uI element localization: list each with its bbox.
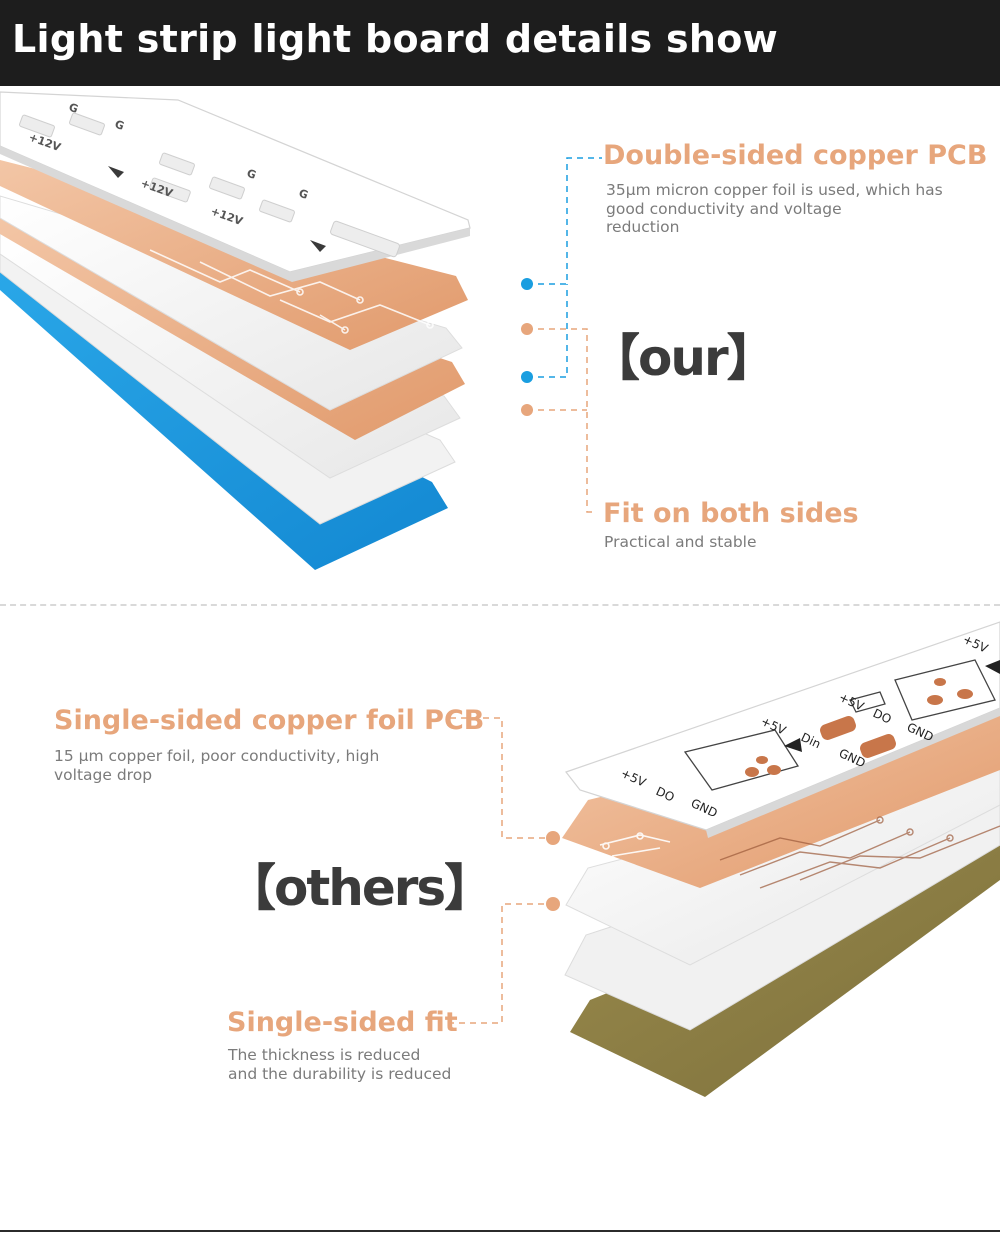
orange-marker-dot-4 xyxy=(546,897,560,911)
our-feature-2-desc: Practical and stable xyxy=(604,533,757,551)
board-edge-shadow xyxy=(0,146,470,282)
page-title: Light strip light board details show xyxy=(12,17,779,61)
blue-marker-dot-1 xyxy=(521,278,533,290)
orange-marker-dot-3 xyxy=(546,831,560,845)
our-connectors xyxy=(527,157,602,513)
orange-marker-dot-1 xyxy=(521,323,533,335)
our-feature-2-title: Fit on both sides xyxy=(603,498,859,529)
our-feature-1-title: Double-sided copper PCB xyxy=(603,140,988,171)
section-divider xyxy=(0,604,1000,606)
our-feature-1-desc-line-3: reduction xyxy=(606,218,680,236)
copper-trace-pattern-bottom xyxy=(719,816,1000,889)
others-feature-1-desc-line-1: 15 μm copper foil, poor conductivity, hi… xyxy=(54,747,380,765)
our-feature-1-desc-line-2: good conductivity and voltage xyxy=(606,199,842,218)
others-feature-2-title: Single-sided fit xyxy=(227,1007,458,1038)
board-arrows xyxy=(108,166,326,252)
our-label: 【our】 xyxy=(590,329,777,387)
board-arrows-bottom xyxy=(784,660,1000,752)
our-strip-layers: G G +12V +12V +12V G G xyxy=(0,91,471,570)
others-label: 【others】 xyxy=(226,859,494,917)
bottom-border xyxy=(0,1230,1000,1232)
copper-white-traces xyxy=(599,832,671,857)
our-feature-1-desc-line-1: 35μm micron copper foil is used, which h… xyxy=(606,181,943,199)
others-feature-1-title: Single-sided copper foil PCB xyxy=(54,705,485,736)
our-feature-1-desc: 35μm micron copper foil is used, which h… xyxy=(606,181,986,237)
others-strip-layers: +5V DO GND +5V Din GND +5V DO GND +5V xyxy=(562,621,1000,1097)
others-feature-1-desc: 15 μm copper foil, poor conductivity, hi… xyxy=(54,747,434,784)
copper-trace-pattern xyxy=(149,249,434,334)
header-bar: Light strip light board details show xyxy=(0,0,1000,86)
others-feature-2-desc: The thickness is reduced and the durabil… xyxy=(228,1046,528,1083)
blue-marker-dot-2 xyxy=(521,371,533,383)
board-outline-boxes xyxy=(683,659,996,791)
board-edge-shadow-bottom xyxy=(706,708,1000,838)
board-mark-g-3: G xyxy=(245,167,258,182)
orange-marker-dot-2 xyxy=(521,404,533,416)
others-feature-2-desc-line-2: and the durability is reduced xyxy=(228,1064,452,1083)
board-copper-pads xyxy=(745,678,973,777)
board-mark-g-4: G xyxy=(297,187,310,202)
board-pads xyxy=(19,112,400,258)
others-connectors xyxy=(448,717,553,1024)
board-mark-g-2: G xyxy=(113,118,126,133)
others-feature-1-desc-line-2: voltage drop xyxy=(54,765,153,784)
others-feature-2-desc-line-1: The thickness is reduced xyxy=(228,1046,421,1064)
board-mark-g-1: G xyxy=(67,101,80,116)
